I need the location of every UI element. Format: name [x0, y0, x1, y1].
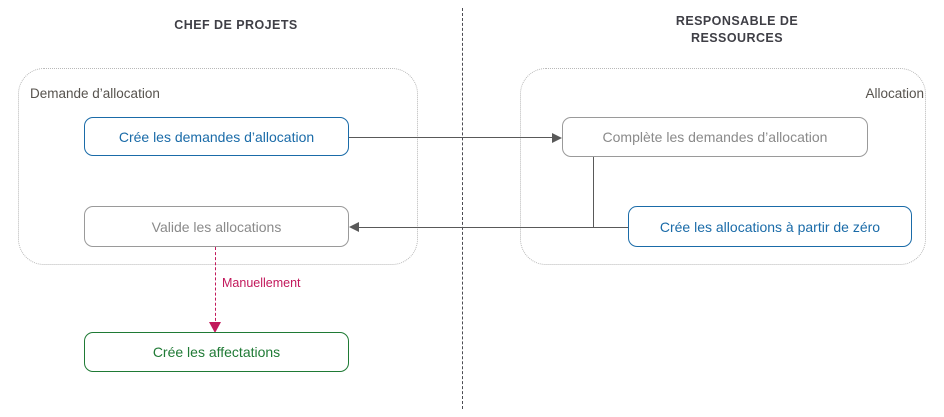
edge-label-manuellement: Manuellement [222, 276, 301, 290]
arrowhead-to-complete-icon [552, 132, 562, 143]
pool-divider [462, 8, 463, 409]
lane-title-line-1: RESPONSABLE DE [675, 14, 799, 28]
group-label-allocation: Allocation [865, 86, 924, 101]
node-create-allocations-from-scratch[interactable]: Crée les allocations à partir de zéro [628, 206, 912, 247]
group-label-demande-allocation: Demande d’allocation [30, 86, 160, 101]
lane-title-chef-de-projets: CHEF DE PROJETS [174, 18, 298, 32]
node-create-assignments[interactable]: Crée les affectations [84, 332, 349, 372]
connector-complete-downstream [593, 157, 595, 228]
group-demande-allocation [18, 68, 418, 265]
node-complete-requests[interactable]: Complète les demandes d’allocation [562, 117, 868, 157]
group-allocation [520, 68, 926, 265]
arrowhead-to-validate-icon [349, 221, 359, 232]
connector-to-validate [357, 227, 628, 229]
arrowhead-manual-icon [209, 322, 221, 333]
lane-title-line-2: RESSOURCES [690, 31, 784, 45]
lane-title-responsable-de-ressources: RESPONSABLE DE RESSOURCES [562, 13, 912, 47]
connector-validate-to-create-assign [215, 247, 216, 326]
node-create-requests[interactable]: Crée les demandes d’allocation [84, 117, 349, 156]
node-validate-allocations[interactable]: Valide les allocations [84, 206, 349, 247]
connector-create-requests-to-complete [349, 137, 555, 139]
